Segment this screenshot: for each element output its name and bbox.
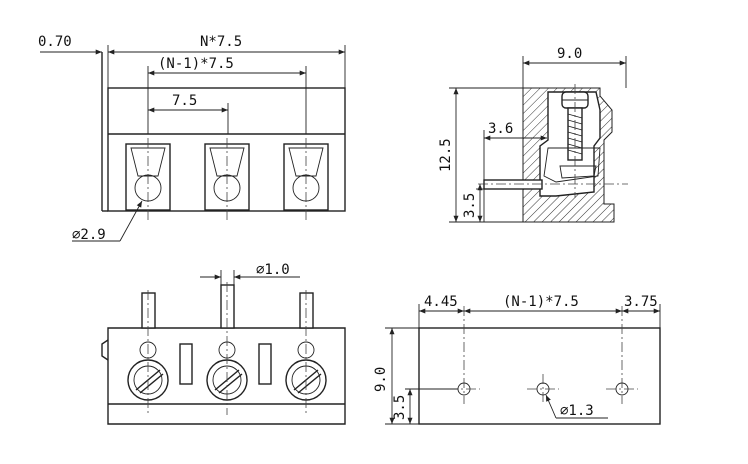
wire-entry [125, 138, 171, 222]
pin [141, 292, 156, 329]
side-view: 9.0 12.5 3.6 3.5 [438, 46, 628, 223]
dim-edge-445: 4.45 [424, 294, 458, 310]
dim-height-90-footprint: 9.0 [373, 367, 389, 392]
dim-hole-dia-13: ∅1.3 [560, 403, 594, 419]
dim-depth-36: 3.6 [488, 121, 513, 137]
dim-pin-height-35-footprint: 3.5 [392, 395, 408, 420]
front-body-outline [107, 87, 346, 212]
dim-pin-height-35-side: 3.5 [462, 193, 478, 218]
pcb-hole [527, 374, 559, 404]
dim-offset-070: 0.70 [38, 34, 72, 50]
side-pin [483, 179, 543, 190]
dim-edge-375: 3.75 [624, 294, 658, 310]
footprint-view: 4.45 (N-1)*7.5 3.75 9.0 3.5 ∅1.3 [373, 294, 661, 425]
dim-hole-dia-29: ∅2.9 [72, 227, 106, 243]
dim-n-minus-1-top: (N-1)*7.5 [158, 56, 234, 72]
bottom-view: ∅1.0 [101, 262, 346, 425]
dim-pin-dia-10: ∅1.0 [256, 262, 290, 278]
dim-n-pitch: N*7.5 [200, 34, 242, 50]
pin [299, 292, 314, 329]
wire-entry [204, 138, 250, 222]
dim-n-minus-1-bottom: (N-1)*7.5 [503, 294, 579, 310]
dim-pitch: 7.5 [172, 93, 197, 109]
dim-width-90: 9.0 [557, 46, 582, 62]
pin [220, 284, 235, 329]
front-view: N*7.5 0.70 (N-1)*7.5 7.5 [38, 34, 346, 243]
footprint-outline [418, 327, 661, 425]
pcb-hole [606, 306, 638, 404]
dim-height-125: 12.5 [438, 138, 454, 172]
wire-entry [283, 138, 329, 222]
